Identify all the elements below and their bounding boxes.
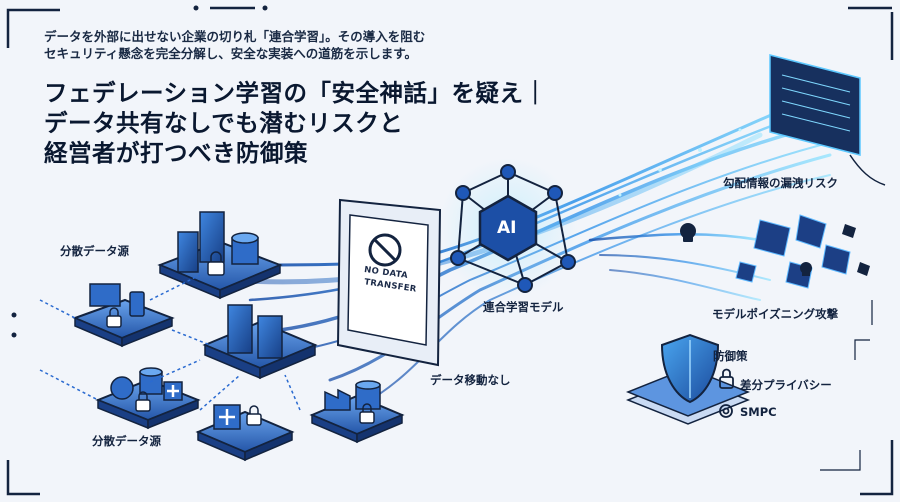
phone-icon: [129, 291, 145, 317]
source-connectors: [39, 274, 301, 411]
label-defense-title: 防御策: [713, 349, 748, 363]
frame-decoration: [6, 6, 894, 496]
lock-icon: [135, 391, 151, 412]
medical-cross-icon: [163, 381, 183, 401]
label-differential-privacy: 差分プライバシー: [740, 378, 832, 392]
database-icon: [231, 232, 259, 265]
subtitle-line: セキュリティ懸念を完全分解し、安全な実装への道筋を示します。: [44, 46, 418, 61]
no-transfer-sign: [336, 198, 442, 367]
label-no-data-movement: データ移動なし: [430, 373, 511, 387]
database-icon: [355, 380, 381, 410]
lock-icon: [246, 405, 262, 426]
label-distributed-source: 分散データ源: [92, 434, 161, 448]
lock-icon: [207, 251, 225, 276]
data-source-cluster: [72, 211, 405, 462]
label-federated-model: 連合学習モデル: [483, 300, 564, 314]
gradient-leak-panel: [769, 54, 886, 186]
lock-icon: [719, 368, 734, 389]
shield-icon: [625, 333, 751, 425]
gear-icon: [719, 404, 733, 418]
data-source-server-center: [202, 304, 318, 380]
dollar-icon: [110, 376, 134, 400]
data-source-factory: [309, 380, 405, 444]
data-source-finance: [95, 367, 201, 430]
page-subtitle: データを外部に出せない企業の切り札「連合学習」。その導入を阻む セキュリティ懸念…: [44, 28, 425, 62]
server-icon: [227, 304, 283, 359]
subtitle-line: データを外部に出せない企業の切り札「連合学習」。その導入を阻む: [44, 29, 426, 44]
label-smpc: SMPC: [740, 405, 777, 419]
title-line: データ共有なしでも潜むリスクと: [44, 109, 404, 137]
skull-icon: [680, 223, 696, 242]
title-line: 経営者が打つべき防御策: [44, 139, 308, 167]
label-model-poisoning: モデルポイズニング攻撃: [712, 307, 839, 321]
data-source-devices: [72, 283, 175, 348]
data-source-medical: [195, 404, 295, 462]
label-gradient-leak: 勾配情報の漏洩リスク: [723, 176, 838, 190]
laptop-icon: [89, 283, 121, 307]
data-source-server-top: [157, 211, 283, 300]
frame-dots: [11, 5, 268, 338]
no-transfer-icon: [368, 233, 402, 267]
medical-cross-icon: [213, 404, 241, 430]
page-title: フェデレーション学習の「安全神話」を疑え｜ データ共有なしでも潜むリスクと 経営…: [44, 78, 548, 168]
network-hub-icon: [438, 158, 578, 298]
lock-icon: [359, 403, 375, 424]
database-icon: [139, 367, 163, 395]
factory-icon: [324, 388, 351, 411]
model-node-label: AI: [497, 218, 517, 238]
title-line: フェデレーション学習の「安全神話」を疑え｜: [44, 79, 548, 107]
circuit-decoration: [820, 300, 873, 471]
label-distributed-source: 分散データ源: [60, 244, 129, 258]
skull-icon: [800, 262, 812, 276]
lock-icon: [106, 307, 122, 328]
